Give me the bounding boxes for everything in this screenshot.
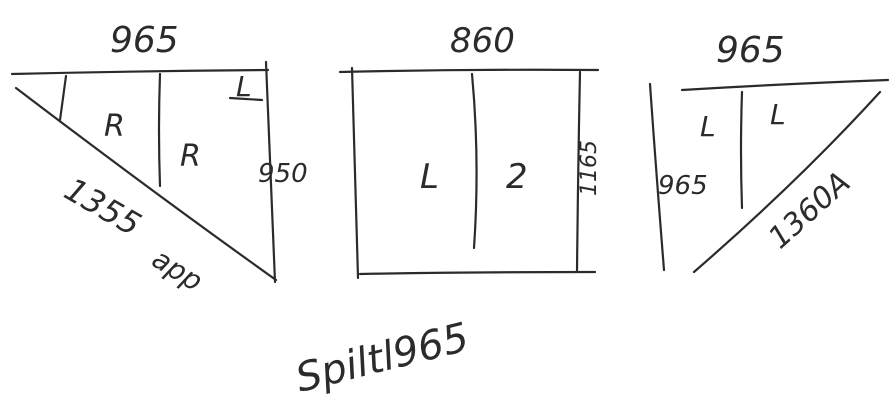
left-panel: 965 950 R R L 1355 app: [10, 20, 308, 298]
right-panel-left-edge: [648, 82, 666, 272]
middle-panel-cell-2: 2: [506, 157, 528, 197]
middle-panel-width-label: 860: [450, 21, 515, 61]
left-panel-cell-2: R: [180, 139, 201, 174]
right-panel-width-label: 965: [716, 30, 785, 71]
middle-panel-height-label: 1165: [577, 140, 602, 196]
left-panel-top-edge: [10, 68, 270, 76]
left-panel-corner-tick: [228, 96, 264, 102]
middle-panel-bottom-edge: [358, 270, 597, 276]
middle-panel: 860 1165 L 2: [338, 21, 602, 280]
middle-panel-top-edge: [338, 68, 600, 74]
middle-panel-cell-1: L: [420, 157, 439, 197]
left-panel-cell-1: R: [104, 109, 125, 144]
middle-panel-divider: [470, 72, 478, 250]
right-panel-diagonal-label: 1360A: [762, 165, 857, 256]
left-panel-diagonal: [14, 86, 278, 282]
right-panel-height-label: 965: [658, 171, 708, 201]
middle-panel-left-edge: [350, 66, 360, 280]
left-panel-diagonal-note: app: [146, 242, 208, 298]
left-panel-width-label: 965: [110, 20, 179, 61]
right-panel-top-edge: [680, 78, 890, 92]
right-panel-cell-1: L: [700, 110, 716, 143]
left-panel-right-edge: [264, 60, 277, 284]
right-panel-divider: [739, 90, 744, 210]
left-panel-corner-mark: L: [236, 70, 252, 103]
left-panel-height-label: 950: [258, 159, 308, 189]
left-panel-diagonal-label: 1355: [58, 170, 148, 244]
footer-note: Spiltl965: [291, 314, 473, 401]
right-panel-diagonal: [692, 90, 882, 274]
right-panel-cell-2: L: [770, 98, 786, 131]
left-panel-divider: [157, 72, 162, 188]
right-panel: 965 965 L L 1360A: [648, 30, 890, 274]
middle-panel-right-edge: [575, 70, 582, 274]
left-panel-divider-short: [58, 74, 68, 122]
